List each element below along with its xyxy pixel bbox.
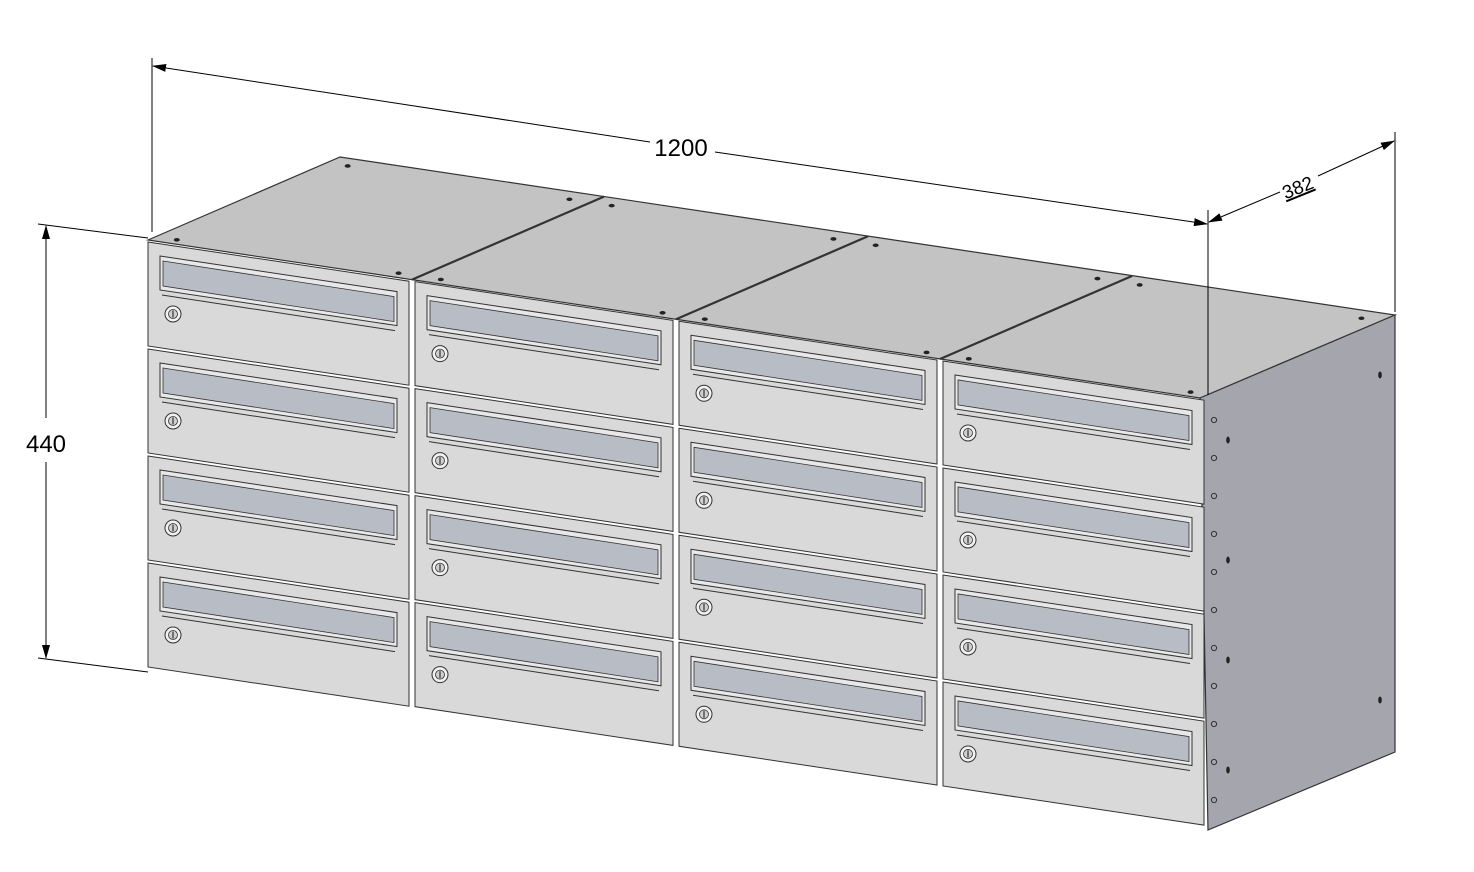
lock-icon [164,412,182,430]
lock-icon [164,305,182,323]
letter-slot [693,339,923,401]
letter-slot [162,260,395,323]
letter-slot [162,367,395,430]
letter-slot [693,660,923,722]
letter-slot [693,446,923,508]
lock-icon [959,531,977,549]
letter-slot [429,514,659,576]
top-seams [173,164,1365,394]
lock-icon [164,519,182,537]
height-dimension: 440 [26,223,149,673]
lock-icon [431,559,449,577]
lock-icon [695,598,713,616]
mailbox-door [414,388,674,532]
lock-icon [431,666,449,684]
mailbox-door [147,348,410,493]
lock-icon [431,345,449,363]
side-face [1199,314,1396,831]
mailbox-door [942,574,1205,719]
mailbox-door [414,602,674,746]
mailbox-door [942,360,1205,505]
lock-icon [695,705,713,723]
mailbox-unit [942,360,1205,826]
mailbox-door [147,241,410,386]
side-holes [1210,371,1382,804]
letter-slot [429,300,659,362]
lock-icon [959,424,977,442]
mailbox-door [678,427,938,572]
letter-slot [429,621,659,683]
letter-slot [693,553,923,615]
lock-icon [431,452,449,470]
lock-icon [959,638,977,656]
mailbox-door [678,641,938,786]
mailbox-unit [147,241,410,707]
mailbox-door [414,281,674,425]
mailbox-door [942,467,1205,612]
letter-slot [162,581,395,644]
letter-slot [957,700,1190,763]
mailbox-door [414,495,674,639]
letter-slot [957,379,1190,442]
width-label: 1200 [654,135,707,162]
lock-icon [164,626,182,644]
mailbox-door [942,681,1205,826]
lock-icon [959,745,977,763]
height-label: 440 [26,431,66,458]
letter-slot [162,474,395,537]
mailbox-door [678,534,938,679]
mailbox-door [678,320,938,465]
mailbox-door [147,562,410,707]
lock-icon [695,491,713,509]
front-modules [147,241,1205,826]
mailbox-unit [414,281,674,746]
mailbox-door [147,455,410,600]
letter-slot [429,407,659,469]
depth-label: 382 [1280,173,1317,204]
letter-slot [957,593,1190,656]
width-dimension: 1200 [151,58,1209,395]
depth-dimension: 382 [1208,132,1396,312]
mailbox-unit [678,320,938,786]
letter-slot [957,486,1190,549]
lock-icon [695,384,713,402]
